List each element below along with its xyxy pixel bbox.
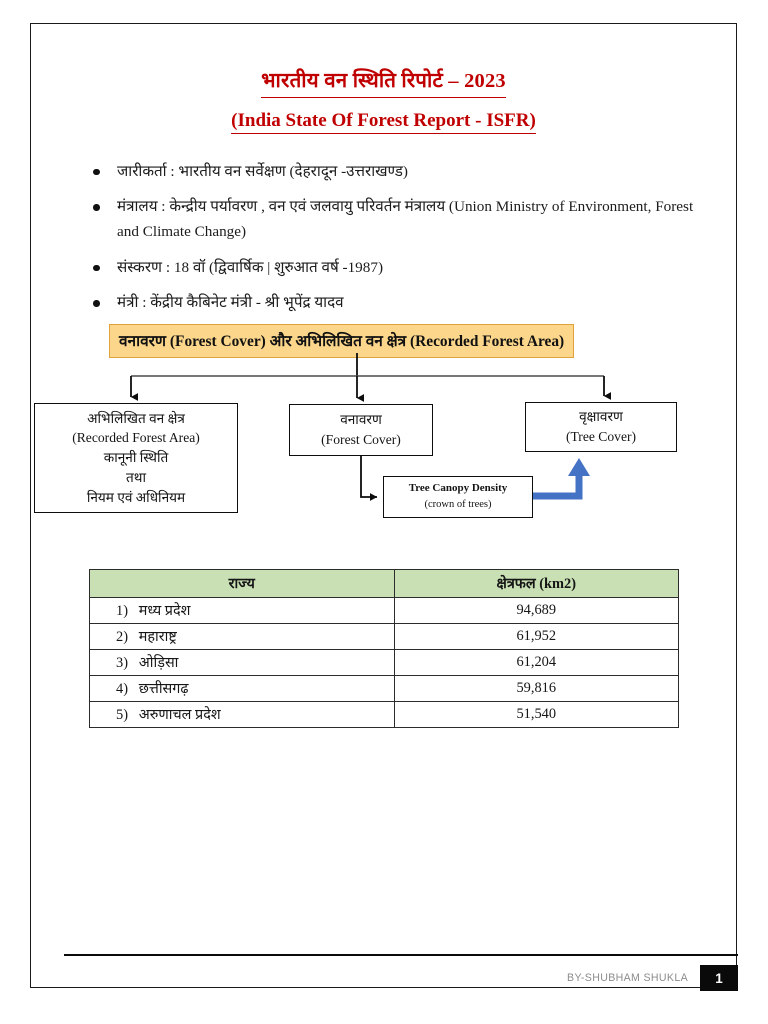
flow-box-line: (Recorded Forest Area) [72,430,200,446]
flow-box-line: वनावरण [340,412,382,428]
column-header-area: क्षेत्रफल (km2) [393,569,679,598]
cell-area: 51,540 [393,701,679,728]
title-hindi-wrap: भारतीय वन स्थिति रिपोर्ट – 2023 [31,68,736,98]
flow-box-line: अभिलिखित वन क्षेत्र [87,410,185,426]
flow-box-line: वृक्षावरण [579,409,623,425]
cell-state: 5) अरुणाचल प्रदेश [89,701,395,728]
cell-state: 1) मध्य प्रदेश [89,597,395,624]
list-item: संस्करण : 18 वॉ (द्विवार्षिक | शुरुआत वर… [93,256,696,281]
state-name: ओड़िसा [138,655,179,671]
flow-box-line: (crown of trees) [424,499,492,511]
flow-box-line: कानूनी स्थिति [103,450,169,466]
footer: BY-SHUBHAM SHUKLA 1 [64,964,738,992]
page-number-badge: 1 [700,965,738,991]
flow-box-recorded-forest-area: अभिलिखित वन क्षेत्र (Recorded Forest Are… [34,403,238,513]
state-name: अरुणाचल प्रदेश [138,707,221,723]
flow-box-line: तथा [126,469,146,485]
title-english: (India State Of Forest Report - ISFR) [231,110,536,134]
state-name: छत्तीसगढ़ [138,681,189,697]
flow-box-line: (Tree Cover) [565,429,637,444]
table-header-row: राज्य क्षेत्रफल (km2) [89,569,679,598]
flow-box-tree-canopy-density: Tree Canopy Density (crown of trees) [383,476,533,518]
table-row: 4) छत्तीसगढ़ 59,816 [89,675,679,702]
row-index: 3) [116,655,128,671]
state-name: मध्य प्रदेश [138,603,191,619]
cell-area: 59,816 [393,675,679,702]
column-header-state: राज्य [89,569,395,598]
cell-area: 94,689 [393,597,679,624]
flow-box-tree-cover: वृक्षावरण (Tree Cover) [525,402,677,452]
cell-area: 61,204 [393,649,679,676]
flow-box-line: नियम एवं अधिनियम [86,489,186,505]
table-row: 3) ओड़िसा 61,204 [89,649,679,676]
cell-area: 61,952 [393,623,679,650]
title-english-wrap: (India State Of Forest Report - ISFR) [31,110,736,134]
document-page: भारतीय वन स्थिति रिपोर्ट – 2023 (India S… [30,23,738,991]
row-index: 1) [116,603,128,619]
row-index: 2) [116,629,128,645]
cell-state: 3) ओड़िसा [89,649,395,676]
blue-elbow-arrow [533,458,590,500]
table-row: 5) अरुणाचल प्रदेश 51,540 [89,701,679,728]
flow-box-forest-cover: वनावरण (Forest Cover) [289,404,433,456]
table-row: 1) मध्य प्रदेश 94,689 [89,597,679,624]
footer-divider [64,954,738,957]
list-item: मंत्रालय : केन्द्रीय पर्यावरण , वन एवं ज… [93,195,696,244]
row-index: 4) [116,681,128,697]
fact-list: जारीकर्ता : भारतीय वन सर्वेक्षण (देहरादू… [31,160,736,316]
list-item: जारीकर्ता : भारतीय वन सर्वेक्षण (देहरादू… [93,160,696,185]
state-name: महाराष्ट्र [138,629,177,645]
flow-box-line: (Forest Cover) [321,432,401,447]
cell-state: 2) महाराष्ट्र [89,623,395,650]
table-row: 2) महाराष्ट्र 61,952 [89,623,679,650]
title-hindi: भारतीय वन स्थिति रिपोर्ट – 2023 [261,68,506,98]
row-index: 5) [116,707,128,723]
footer-credit: BY-SHUBHAM SHUKLA [567,972,688,984]
states-area-table: राज्य क्षेत्रफल (km2) 1) मध्य प्रदेश 94,… [89,569,679,728]
flow-box-line: Tree Canopy Density [408,482,508,495]
section-heading-highlight: वनावरण (Forest Cover) और अभिलिखित वन क्ष… [109,324,575,358]
page-title: भारतीय वन स्थिति रिपोर्ट – 2023 (India S… [31,68,736,134]
cell-state: 4) छत्तीसगढ़ [89,675,395,702]
list-item: मंत्री : केंद्रीय कैबिनेट मंत्री - श्री … [93,291,696,316]
